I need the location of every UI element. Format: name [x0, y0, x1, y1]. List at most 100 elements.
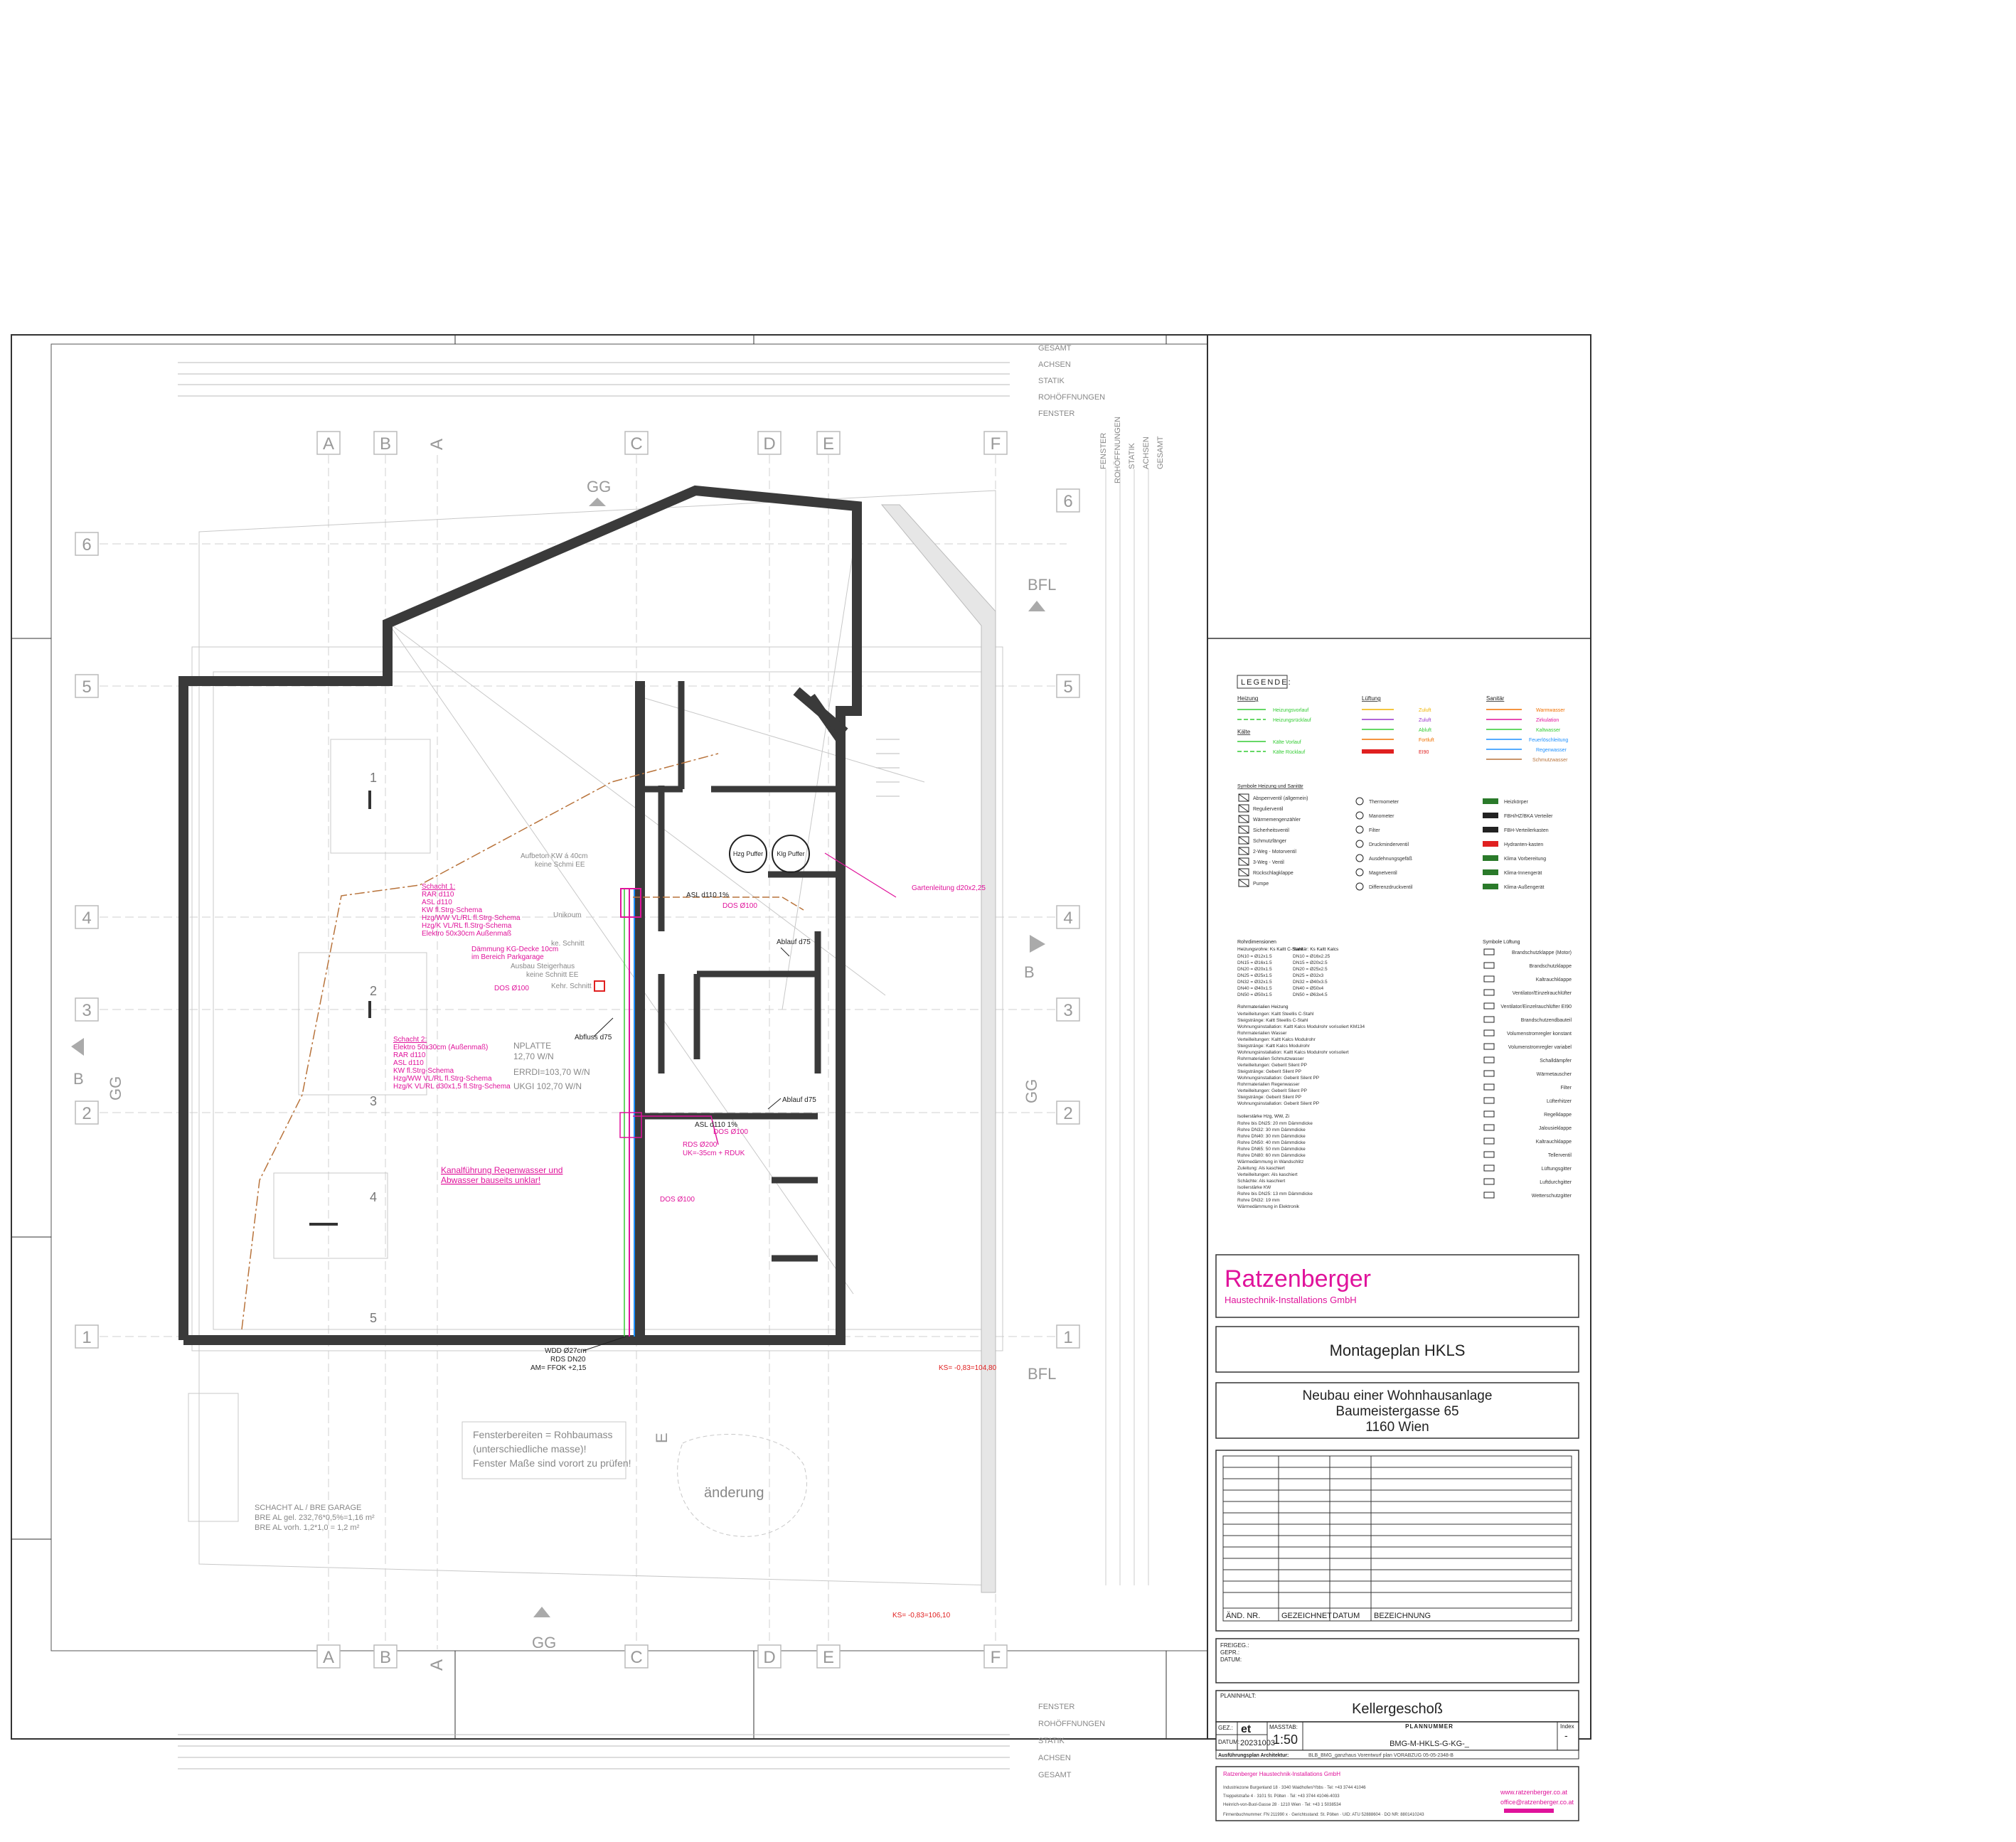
material-item: Verteilleitungen: Kaltt Steellis C-Stahl [1237, 1012, 1314, 1017]
datum-label: DATUM: [1218, 1739, 1239, 1745]
note: keine Schnitt EE [526, 971, 579, 979]
pipe-dim: DN10 = Ø16x2.25 [1293, 954, 1330, 959]
symbol-glyph [1238, 847, 1249, 855]
legend-item: Heizungsvorlauf [1273, 708, 1308, 713]
dimension-labels-top: GESAMT ACHSEN STATIK ROHÖFFNUNGEN FENSTE… [1038, 344, 1105, 418]
pipe-dim: DN50 = Ø63x4.5 [1293, 992, 1328, 997]
legend-title: LEGENDE: [1241, 678, 1292, 687]
symbols-heating-column: Absperrventil (allgemein)RegulierventilW… [1238, 793, 1308, 887]
symbol-label: Hydranten-kasten [1504, 842, 1543, 847]
legend-item: Feuerlöschleitung [1529, 738, 1568, 743]
material-item: Wohnungsinstallation: Geberit Silent PP [1237, 1101, 1319, 1106]
footer-address: Treppelstraße 4 · 3101 St. Pölten · Tel:… [1223, 1794, 1340, 1799]
gray-notes: Fensterbereiten = Rohbaumass (unterschie… [255, 852, 764, 1532]
section-mark-e: E [653, 1433, 671, 1443]
legend-item: Zirkulation [1536, 718, 1559, 723]
dimension-labels-bottom: FENSTER ROHÖFFNUNGEN STATIK ACHSEN GESAM… [1038, 1703, 1105, 1779]
ventilation-label: Ventilator/Einzelrauchlüfter EI90 [1500, 1005, 1572, 1010]
row-label-3: 3 [1063, 1001, 1072, 1020]
annotation: NPLATTE [513, 1041, 551, 1051]
symbol-glyph [1355, 854, 1364, 862]
section-mark-gg: GG [587, 478, 611, 496]
insulation-item: Rohre DN32: 30 mm Dämmdicke [1237, 1128, 1306, 1132]
legend-panel: LEGENDE: Heizung Heizungsvorlauf Heizung… [1237, 675, 1568, 789]
symbol-label: Magnetventil [1369, 871, 1397, 876]
gez-value: et [1241, 1723, 1252, 1735]
dimension-labels-vertical: FENSTER ROHÖFFNUNGEN STATIK ACHSEN GESAM… [1099, 417, 1165, 483]
symbol-glyph [1483, 962, 1495, 969]
annotation: ASL d110 [422, 899, 452, 906]
pipes-col-title: Heizungsrohre: Ks Kaltt C-Stahl [1237, 947, 1303, 952]
freigabe-line: GEPR.: [1220, 1649, 1239, 1656]
symbol-label: Filter [1369, 828, 1380, 833]
dim-label: STATIK [1128, 442, 1136, 469]
symbol-glyph [1355, 825, 1364, 834]
ventilation-label: Brandschutzendbauteil [1521, 1018, 1572, 1023]
pipe-dim: DN15 = Ø20x2.5 [1293, 960, 1328, 965]
symbol-glyph [1238, 793, 1249, 802]
annotation: KW fl.Strg-Schema [422, 906, 482, 914]
dim-label: GESAMT [1156, 436, 1165, 469]
massstab-value: 1:50 [1273, 1733, 1298, 1747]
symbol-glyph [1238, 825, 1249, 834]
freigabe-line: DATUM: [1220, 1656, 1242, 1663]
pipe-lines [241, 753, 897, 1337]
insulation-item: Schächte: Als kaschiert [1237, 1179, 1285, 1184]
pipes-col-title: Sanitär: Ks Kaltt Kalcs [1293, 947, 1339, 952]
annotation: Gartenleitung d20x2,25 [912, 884, 986, 892]
tank-labels: Hzg Puffer Klg Puffer [733, 850, 805, 857]
symbol-label: Absperrventil (allgemein) [1253, 796, 1308, 801]
annotation: Elektro 50x30cm (Außenmaß) [393, 1044, 488, 1051]
axis-label-B: B [380, 1648, 391, 1667]
ventilation-label: Brandschutzklappe (Motor) [1512, 951, 1572, 955]
material-item: Rohrmaterialien Regenwasser [1237, 1082, 1300, 1087]
right-dimension-lines [1105, 469, 1149, 1585]
room-2-number: 1 [370, 771, 377, 785]
note: ke. Schnitt [551, 940, 585, 948]
symbol-stroke [1238, 836, 1249, 845]
symbol-label: Ausdehnungsgefäß [1369, 857, 1412, 862]
dim-label: GESAMT [1038, 1771, 1072, 1779]
symbol-label: Schmutzfänger [1253, 839, 1287, 844]
material-item: Verteilleitungen: Geberit Silent PP [1237, 1088, 1307, 1093]
symbol-glyph [1483, 1043, 1495, 1050]
ventilation-label: Volumenstromregler konstant [1507, 1032, 1572, 1037]
company-sub: Haustechnik-Installations GmbH [1225, 1295, 1357, 1305]
symbol-stroke [1238, 847, 1249, 855]
symbol-glyph [1483, 1192, 1495, 1199]
symbol-glyph [1238, 879, 1249, 887]
symbol-label: Manometer [1369, 814, 1394, 819]
section-mark-gg-right: GG [1023, 1079, 1040, 1103]
axis-label-E: E [823, 434, 834, 454]
annotation: ASL d110 1% [686, 891, 729, 899]
note: keine Schmi EE [535, 861, 585, 869]
pipe-dim: DN10 = Ø12x1.5 [1237, 954, 1272, 959]
symbol-label: Rückschlagklappe [1253, 871, 1294, 876]
dim-label: STATIK [1038, 377, 1065, 385]
ventilation-label: Lüftungsgitter [1542, 1167, 1572, 1172]
dim-label: ACHSEN [1038, 1754, 1071, 1762]
plannummer-value: BMG-M-HKLS-G-KG-_ [1390, 1740, 1470, 1748]
material-item: Steigstränge: Kaltt Steellis C-Stahl [1237, 1018, 1308, 1023]
plannummer-label: PLANNUMMER [1405, 1723, 1454, 1730]
annotation: Kanalführung Regenwasser und [441, 1165, 562, 1175]
symbol-label: Klima-Innengerät [1504, 871, 1542, 876]
symbol-glyph [1483, 975, 1495, 982]
insulation-item: Rohre DN50: 40 mm Dämmdicke [1237, 1140, 1306, 1145]
legend-item: Fortluft [1419, 738, 1434, 743]
annotation: ASL d110 1% [695, 1121, 737, 1129]
rev-col-header: GEZEICHNET [1281, 1612, 1332, 1620]
symbol-glyph [1483, 813, 1498, 818]
inner-walls [640, 681, 841, 1262]
symbols-heading: Symbole Heizung und Sanitär [1237, 784, 1303, 789]
dim-label: STATIK [1038, 1737, 1065, 1745]
annotation: Dämmung KG-Decke 10cm [471, 946, 558, 953]
ventilation-heading: Symbole Lüftung [1483, 940, 1520, 945]
buffer-tanks [729, 835, 810, 873]
materials-heading: Rohrmaterialien Heizung [1237, 1005, 1289, 1010]
annotation: 12,70 W/N [513, 1051, 554, 1061]
row-label-1: 1 [1063, 1328, 1072, 1347]
row-label-1: 1 [82, 1328, 91, 1347]
legend-item: Kälte Vorlauf [1273, 740, 1301, 745]
legend-item: EI90 [1419, 750, 1429, 755]
